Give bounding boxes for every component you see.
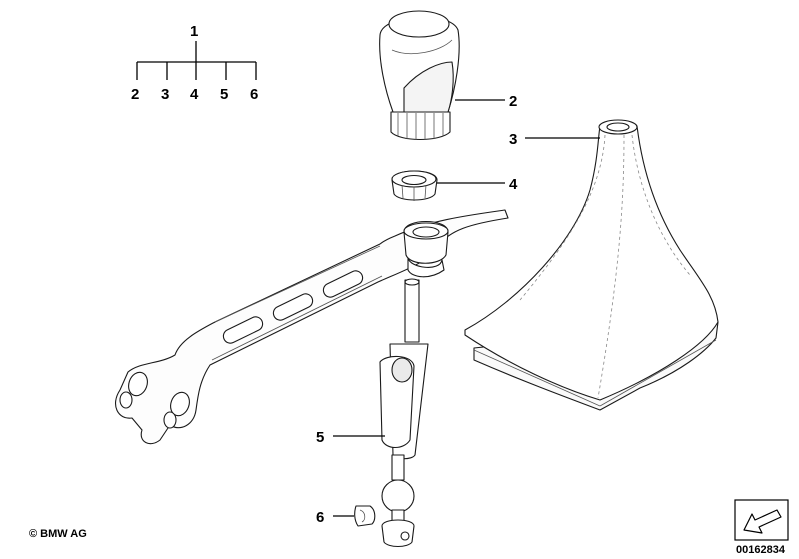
tree-child-label: 6 <box>250 86 258 103</box>
callout-shift-rod: 5 <box>316 429 324 446</box>
callout-boot: 3 <box>509 131 517 148</box>
shift-rod <box>379 278 429 548</box>
callout-clip: 6 <box>316 509 324 526</box>
retaining-clip <box>354 505 376 527</box>
gear-knob <box>379 10 460 140</box>
callout-knob: 2 <box>509 93 517 110</box>
tree-root-label: 1 <box>190 23 198 40</box>
diagram-number: 00162834 <box>736 544 786 556</box>
shift-linkage-bracket <box>115 209 509 445</box>
tree-child-label: 5 <box>220 86 228 103</box>
bushing <box>391 170 438 201</box>
tree-child-label: 3 <box>161 86 169 103</box>
tree-child-label: 2 <box>131 86 139 103</box>
callout-bushing: 4 <box>509 176 518 193</box>
parts-tree: 1 2 3 4 5 6 <box>131 23 258 103</box>
tree-child-label: 4 <box>190 86 199 103</box>
copyright-text: © BMW AG <box>29 528 87 540</box>
direction-arrow-icon <box>734 499 789 541</box>
shift-boot <box>464 119 719 411</box>
